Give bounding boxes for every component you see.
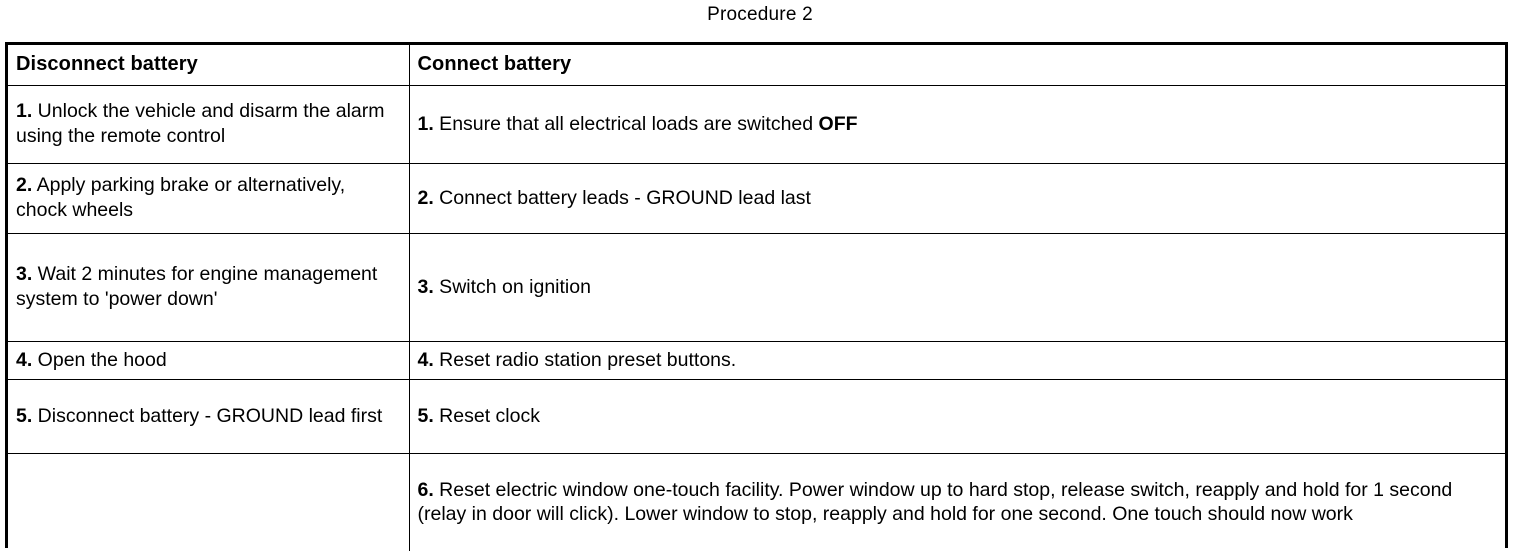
disconnect-step-2-cell: 2. Apply parking brake or alternatively,… (8, 162, 410, 234)
connect-step-1-text: Ensure that all electrical loads are swi… (433, 112, 819, 135)
disconnect-step-5-cell: 5. Disconnect battery - GROUND lead firs… (8, 378, 410, 454)
connect-step-4-number: 4. (417, 348, 434, 371)
connect-step-5-text: Reset clock (433, 404, 540, 427)
disconnect-step-2-text: Apply parking brake or alternatively, ch… (16, 174, 346, 221)
disconnect-step-1-text: Unlock the vehicle and disarm the alarm … (16, 100, 385, 147)
table-row: 5. Disconnect battery - GROUND lead firs… (8, 378, 1505, 454)
disconnect-step-3-number: 3. (16, 263, 33, 286)
disconnect-step-2-number: 2. (16, 174, 33, 197)
connect-step-5-cell: 5. Reset clock (408, 378, 1505, 454)
page-title: Procedure 2 (707, 4, 813, 25)
connect-step-2-cell: 2. Connect battery leads - GROUND lead l… (408, 162, 1505, 234)
disconnect-step-4-text: Open the hood (32, 348, 167, 371)
disconnect-step-4-number: 4. (16, 348, 33, 371)
procedure-table-wrapper: Disconnect battery Connect battery 1. Un… (5, 42, 1508, 551)
connect-step-1-number: 1. (417, 112, 434, 135)
connect-step-4-text: Reset radio station preset buttons. (433, 348, 737, 371)
column-header-disconnect-battery: Disconnect battery (8, 45, 410, 86)
connect-step-6-text: Reset electric window one-touch facility… (417, 478, 1453, 526)
disconnect-empty-cell (8, 452, 410, 551)
disconnect-step-5-number: 5. (16, 404, 33, 427)
connect-step-1-cell: 1. Ensure that all electrical loads are … (408, 84, 1505, 164)
table-header-row: Disconnect battery Connect battery (8, 45, 1505, 86)
procedure-table: Disconnect battery Connect battery 1. Un… (8, 45, 1505, 551)
disconnect-step-1-cell: 1. Unlock the vehicle and disarm the ala… (8, 84, 410, 164)
table-row: 2. Apply parking brake or alternatively,… (8, 162, 1505, 234)
disconnect-step-3-text: Wait 2 minutes for engine management sys… (16, 263, 378, 310)
disconnect-step-5-text: Disconnect battery - GROUND lead first (32, 404, 383, 427)
connect-step-4-cell: 4. Reset radio station preset buttons. (408, 340, 1505, 380)
table-row: 4. Open the hood 4. Reset radio station … (8, 340, 1505, 380)
disconnect-step-3-cell: 3. Wait 2 minutes for engine management … (8, 232, 410, 342)
table-row: 1. Unlock the vehicle and disarm the ala… (8, 84, 1505, 164)
connect-step-5-number: 5. (417, 404, 434, 427)
connect-step-2-text: Connect battery leads - GROUND lead last (433, 186, 811, 209)
disconnect-step-4-cell: 4. Open the hood (8, 340, 410, 380)
connect-step-1-emphasis: OFF (818, 112, 858, 135)
connect-step-3-cell: 3. Switch on ignition (408, 232, 1505, 342)
table-row: 6. Reset electric window one-touch facil… (8, 452, 1505, 551)
connect-step-6-cell: 6. Reset electric window one-touch facil… (408, 452, 1505, 551)
table-row: 3. Wait 2 minutes for engine management … (8, 232, 1505, 342)
column-header-connect-battery: Connect battery (408, 45, 1505, 86)
connect-step-3-number: 3. (417, 275, 434, 298)
connect-step-3-text: Switch on ignition (433, 275, 591, 298)
connect-step-2-number: 2. (417, 186, 434, 209)
disconnect-step-1-number: 1. (16, 100, 33, 123)
connect-step-6-number: 6. (417, 478, 434, 501)
